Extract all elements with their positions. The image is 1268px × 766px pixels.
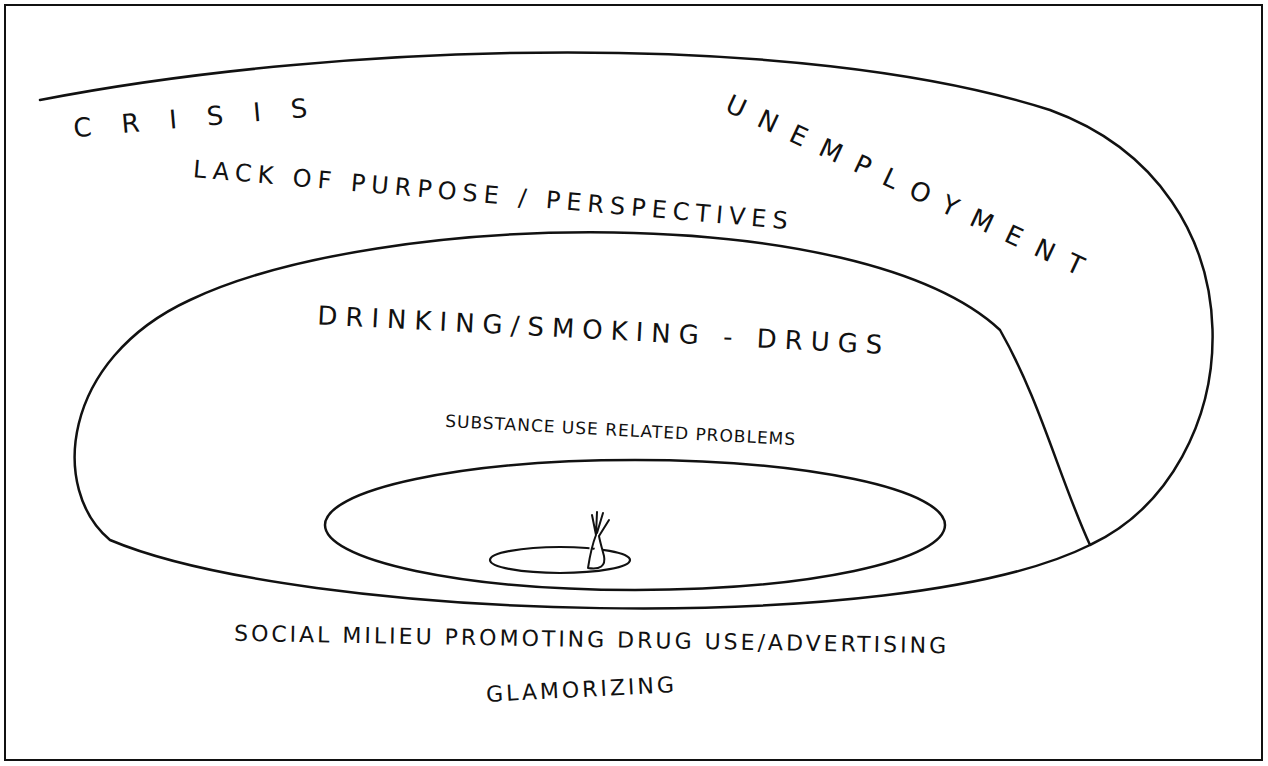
spiral-label: DRINKING/SMOKING - DRUGS	[317, 301, 891, 360]
drowning-hand	[588, 512, 609, 569]
spiral-label: LACK OF PURPOSE / PERSPECTIVES	[192, 156, 795, 235]
spiral-label: GLAMORIZING	[485, 673, 677, 707]
inner-loop	[325, 460, 945, 590]
spiral-label: SOCIAL MILIEU PROMOTING DRUG USE/ADVERTI…	[234, 622, 949, 659]
spiral-label: SUBSTANCE USE RELATED PROBLEMS	[445, 412, 797, 449]
spiral-label: CRISIS	[72, 91, 338, 143]
hole	[490, 547, 630, 573]
spiral-label: UNEMPLOYMENT	[721, 89, 1103, 287]
frame	[5, 5, 1262, 760]
spiral-line	[40, 53, 1213, 609]
